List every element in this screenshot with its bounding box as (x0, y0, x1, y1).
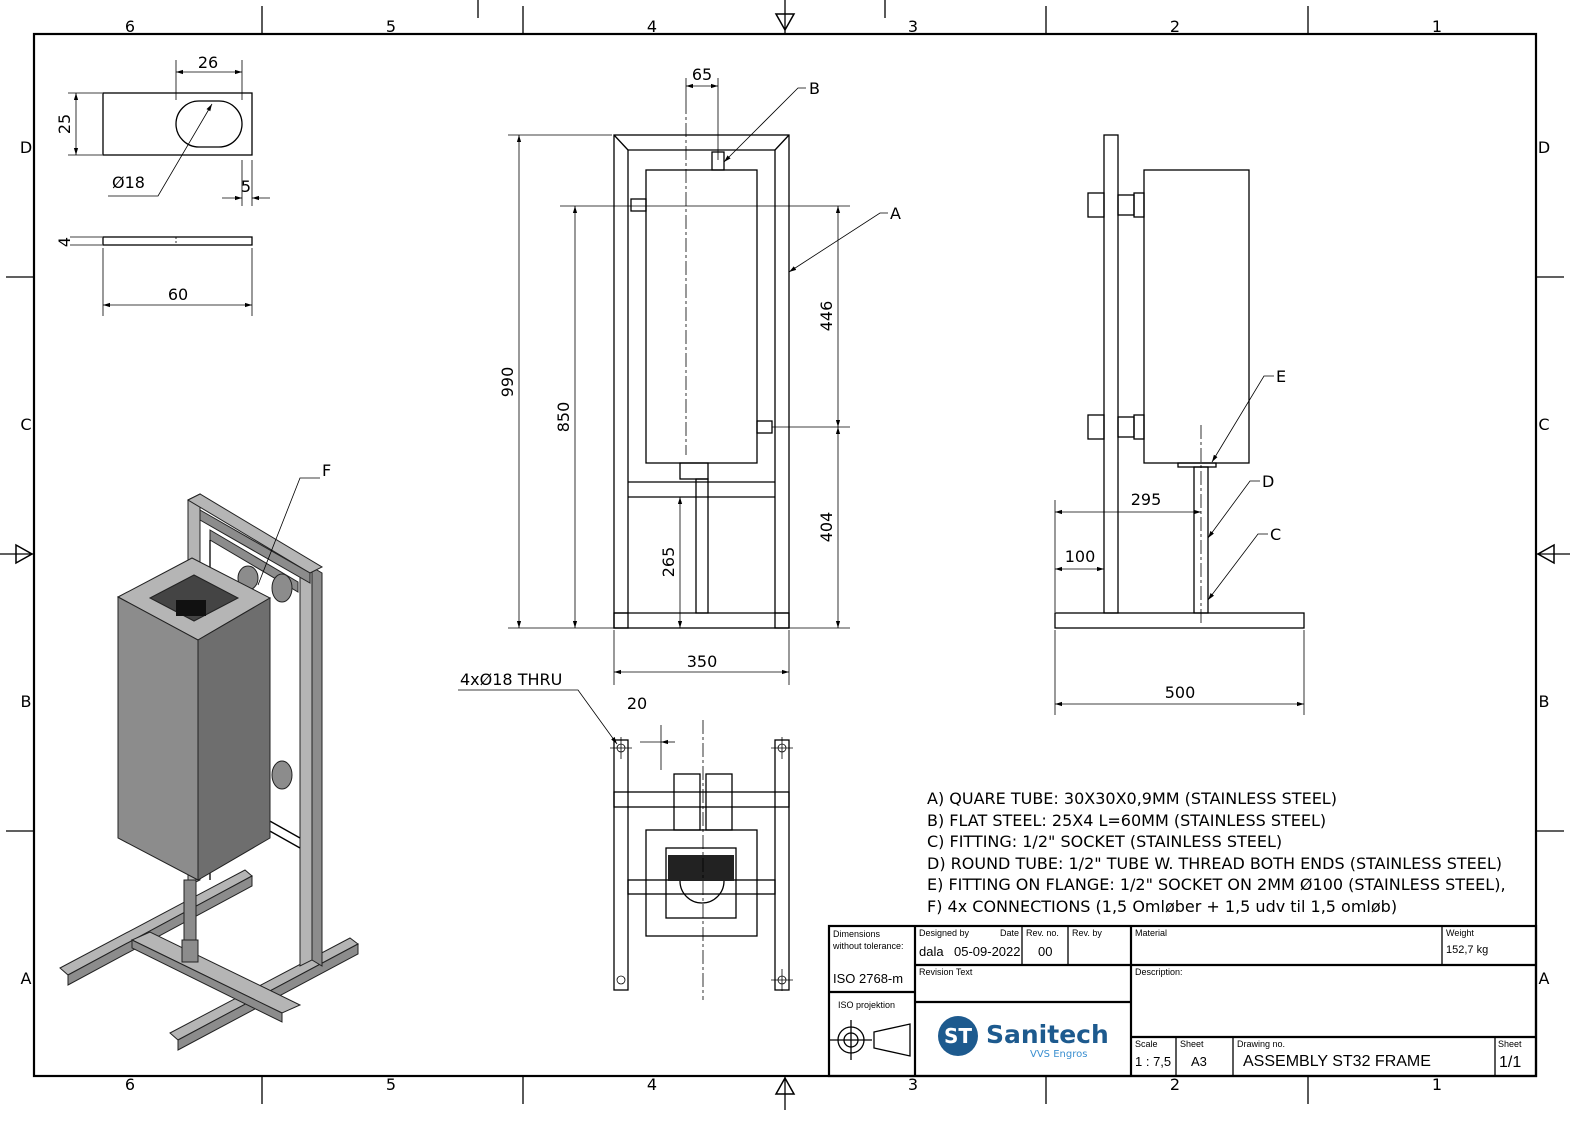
dim-20: 20 (627, 694, 647, 713)
note-b: B) FLAT STEEL: 25X4 L=60MM (STAINLESS ST… (927, 811, 1326, 830)
zone-col-6: 6 (125, 17, 135, 36)
weight-value: 152,7 kg (1446, 944, 1488, 956)
zone-row-d-right: D (1538, 138, 1550, 157)
dim-5: 5 (241, 177, 251, 196)
zone-row-c: C (20, 415, 31, 434)
centering-arrows (15, 13, 1555, 1095)
logo-name: Sanitech (986, 1020, 1109, 1049)
side-view: 295 100 500 E D C (1054, 134, 1305, 715)
sheet-label: Sheet (1498, 1039, 1522, 1049)
zone-row-d: D (20, 138, 32, 157)
sheet-size-value: A3 (1191, 1054, 1207, 1069)
zone-labels: 6 5 4 3 2 1 6 5 4 3 2 1 D C B A D C B A (20, 17, 1550, 1094)
dim-295: 295 (1131, 490, 1162, 509)
material-label: Material (1135, 928, 1167, 938)
note-f: F) 4x CONNECTIONS (1,5 Omløber + 1,5 udv… (927, 897, 1397, 916)
sheet-value: 1/1 (1499, 1054, 1521, 1071)
dim-500: 500 (1165, 683, 1196, 702)
zone-row-a-right: A (1539, 969, 1550, 988)
leader-label-a: A (890, 204, 901, 223)
zone-col-5: 5 (386, 17, 396, 36)
zone-col-4: 4 (647, 17, 657, 36)
isometric-view: F (59, 461, 359, 1051)
dim-446: 446 (817, 301, 836, 332)
zone-col-6-bottom: 6 (125, 1075, 135, 1094)
title-block: Dimensions without tolerance: ISO 2768-m… (827, 924, 1538, 1078)
zone-row-a: A (21, 969, 32, 988)
rev-by-label: Rev. by (1072, 928, 1102, 938)
designed-by-label: Designed by (919, 928, 970, 938)
zone-col-1-bottom: 1 (1432, 1075, 1442, 1094)
leader-label-b: B (809, 79, 820, 98)
top-view: 4xØ18 THRU 20 (458, 670, 793, 1000)
sheet-size-label: Sheet (1180, 1039, 1204, 1049)
zone-col-2-bottom: 2 (1170, 1075, 1180, 1094)
zone-col-4-bottom: 4 (647, 1075, 657, 1094)
designed-by-value: dala (919, 944, 944, 959)
dim-850: 850 (554, 402, 573, 433)
rev-no-label: Rev. no. (1026, 928, 1059, 938)
scale-value: 1 : 7,5 (1135, 1054, 1171, 1069)
projection-label: ISO projektion (838, 1000, 895, 1010)
dim-4: 4 (55, 237, 74, 247)
dim-100: 100 (1065, 547, 1096, 566)
dim-990: 990 (498, 367, 517, 398)
svg-text:ST: ST (944, 1024, 972, 1048)
weight-label: Weight (1446, 928, 1474, 938)
rev-no-value: 00 (1038, 944, 1052, 959)
dim-265: 265 (659, 547, 678, 578)
description-label: Description: (1135, 967, 1183, 977)
parts-notes: A) QUARE TUBE: 30X30X0,9MM (STAINLESS ST… (927, 789, 1506, 916)
scale-label: Scale (1135, 1039, 1158, 1049)
zone-col-3-bottom: 3 (908, 1075, 918, 1094)
front-view: 65 990 850 446 404 265 350 B A (498, 65, 901, 685)
drawing-no-value: ASSEMBLY ST32 FRAME (1243, 1053, 1431, 1070)
detail-flat-steel: 26 25 Ø18 5 4 60 (55, 53, 270, 316)
dim-60: 60 (168, 285, 188, 304)
dimensions-label-2: without tolerance: (832, 941, 904, 951)
tolerance-standard: ISO 2768-m (833, 971, 903, 986)
holes-note: 4xØ18 THRU (460, 670, 562, 689)
drawing-no-label: Drawing no. (1237, 1039, 1285, 1049)
revision-text-label: Revision Text (919, 967, 973, 977)
sanitech-logo: ST Sanitech VVS Engros (938, 1016, 1109, 1060)
leader-label-c: C (1270, 525, 1281, 544)
note-d: D) ROUND TUBE: 1/2" TUBE W. THREAD BOTH … (927, 854, 1502, 873)
logo-subtitle: VVS Engros (1030, 1049, 1087, 1060)
dim-350: 350 (687, 652, 718, 671)
note-e: E) FITTING ON FLANGE: 1/2" SOCKET ON 2MM… (927, 875, 1506, 894)
dim-25: 25 (55, 114, 74, 134)
zone-col-2: 2 (1170, 17, 1180, 36)
dim-65: 65 (692, 65, 712, 84)
note-c: C) FITTING: 1/2" SOCKET (STAINLESS STEEL… (927, 832, 1282, 851)
zone-row-c-right: C (1538, 415, 1549, 434)
date-value: 05-09-2022 (954, 944, 1021, 959)
zone-col-5-bottom: 5 (386, 1075, 396, 1094)
zone-row-b-right: B (1539, 692, 1550, 711)
leader-label-d: D (1262, 472, 1274, 491)
dim-26: 26 (198, 53, 218, 72)
zone-col-3: 3 (908, 17, 918, 36)
projection-symbol-icon (830, 1020, 911, 1060)
zone-col-1: 1 (1432, 17, 1442, 36)
dim-hole-diameter: Ø18 (112, 173, 145, 192)
dim-404: 404 (817, 512, 836, 543)
date-label: Date (1000, 928, 1019, 938)
leader-label-e: E (1276, 367, 1286, 386)
note-a: A) QUARE TUBE: 30X30X0,9MM (STAINLESS ST… (927, 789, 1337, 808)
zone-row-b: B (21, 692, 32, 711)
dimensions-label: Dimensions (833, 929, 881, 939)
sheet-border (0, 0, 1570, 1110)
leader-label-f: F (322, 461, 331, 480)
